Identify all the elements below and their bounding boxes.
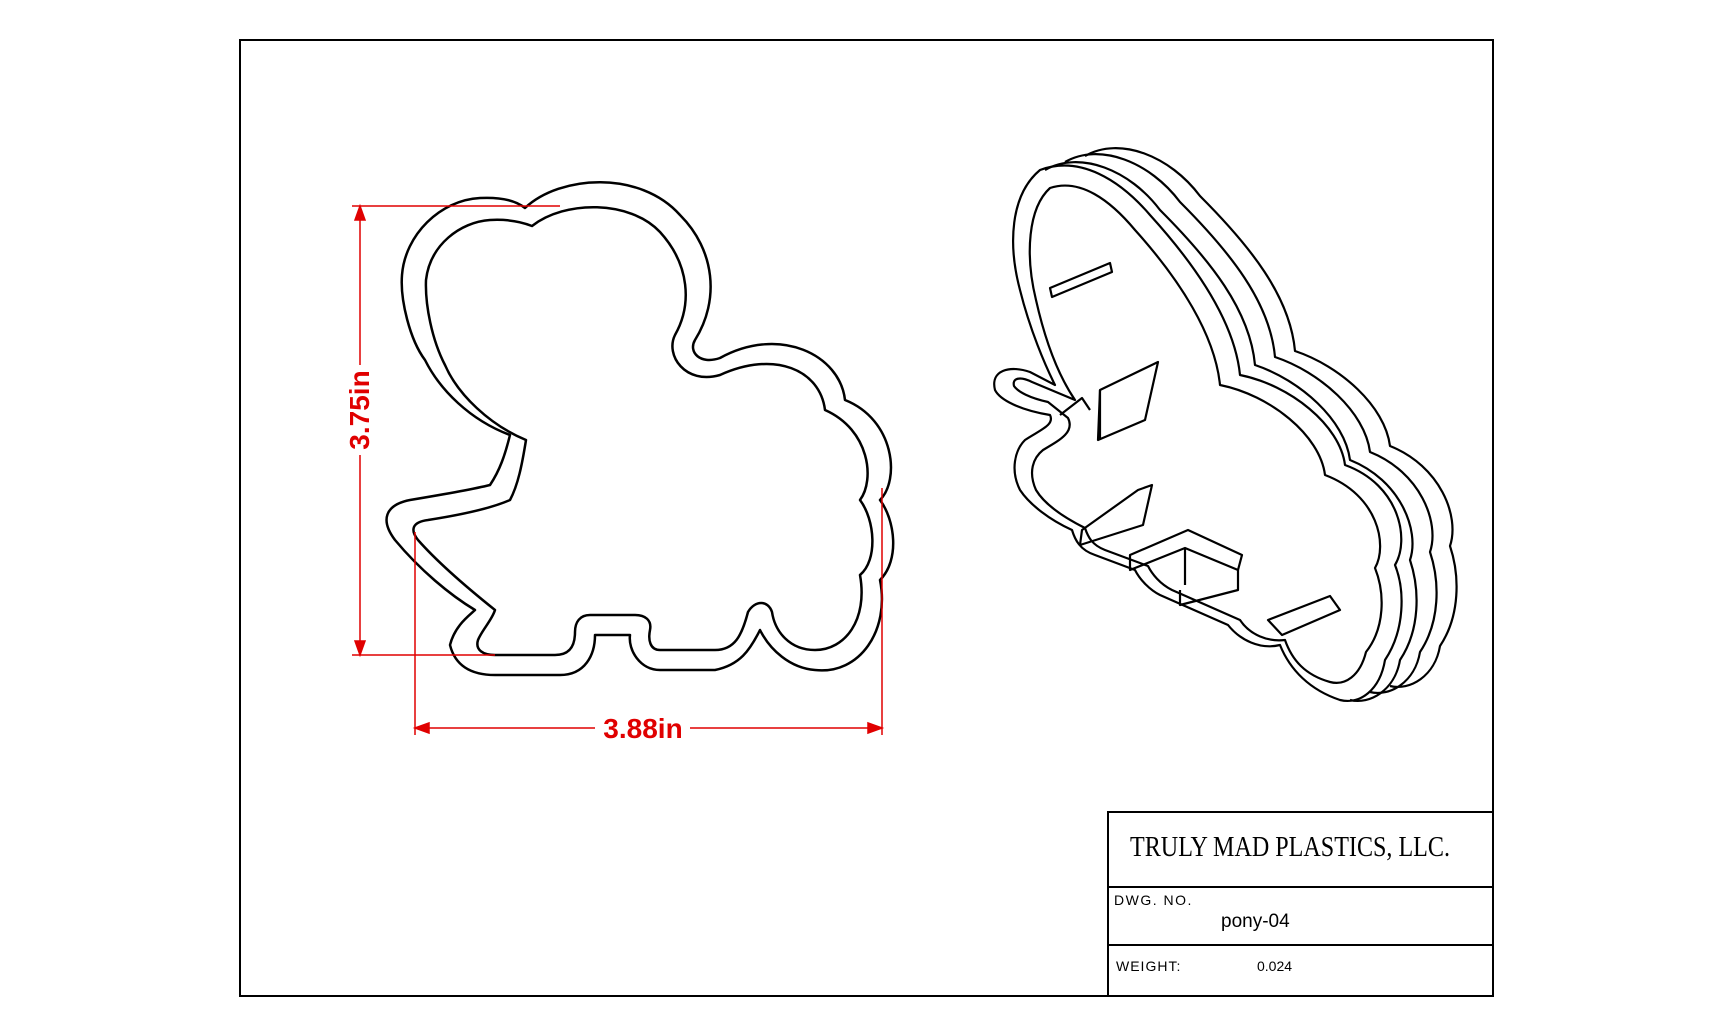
dwg-no-value: pony-04 <box>1221 911 1290 932</box>
title-block <box>1107 811 1494 997</box>
isometric-view <box>993 147 1458 703</box>
cutter-outer-outline <box>385 181 895 677</box>
front-view-outline <box>385 181 895 677</box>
dwg-no-label: DWG. NO. <box>1114 892 1193 908</box>
iso-rim-outer <box>993 164 1403 703</box>
iso-rim-inner <box>1012 184 1383 684</box>
dimension-lines <box>352 203 885 735</box>
weight-label: WEIGHT: <box>1116 958 1181 974</box>
width-dimension-label: 3.88in <box>603 713 682 744</box>
company-name: TRULY MAD PLASTICS, LLC. <box>1130 832 1450 863</box>
weight-value: 0.024 <box>1257 958 1292 974</box>
sheet-border <box>239 39 1494 997</box>
cutter-inner-outline <box>412 205 874 657</box>
height-dimension-label: 3.75in <box>344 370 375 449</box>
